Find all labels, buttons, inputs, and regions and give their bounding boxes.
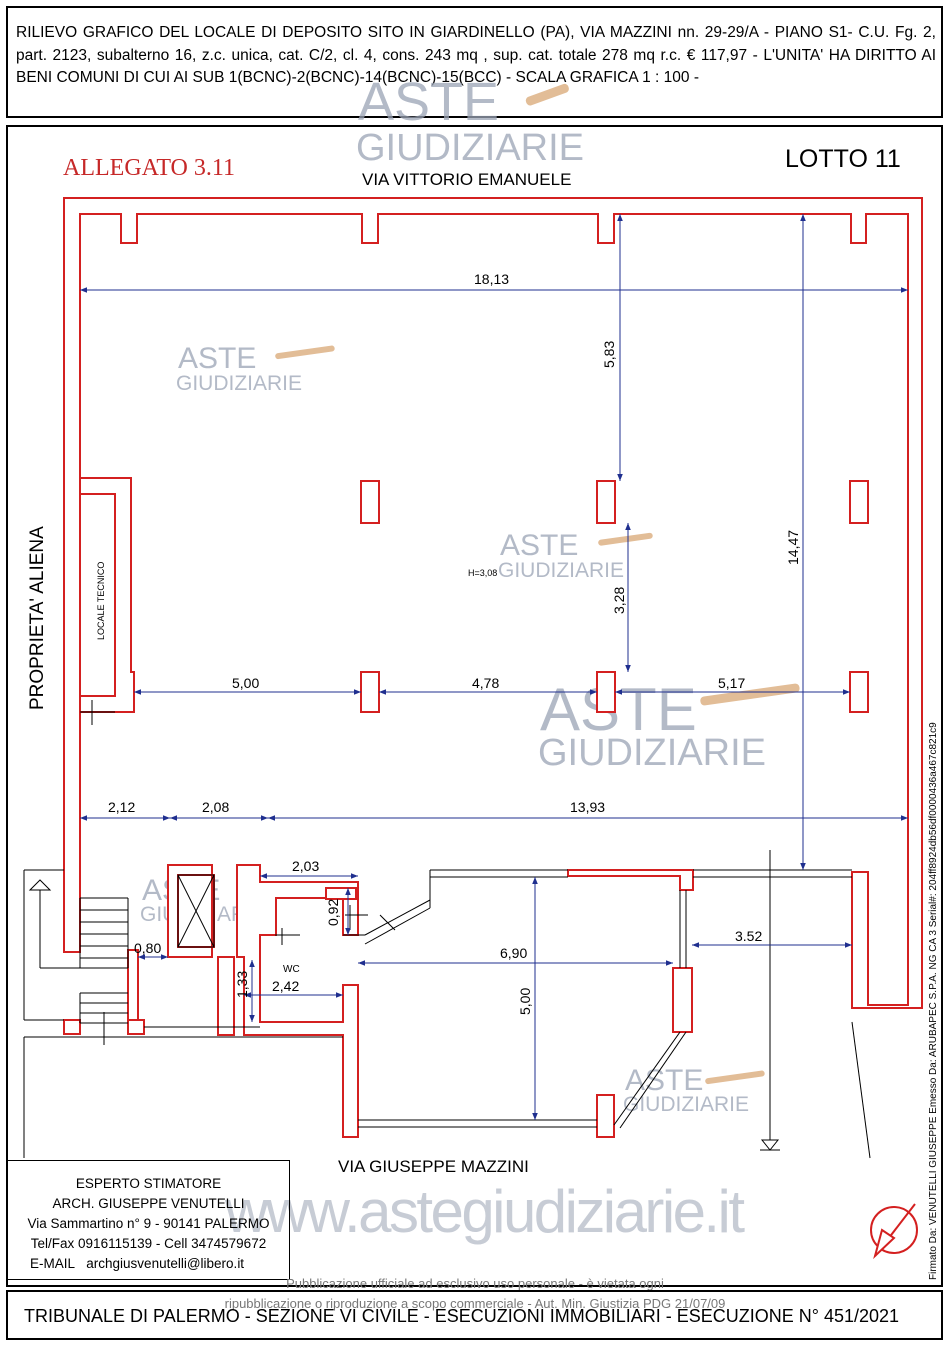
watermark-site: www.astegiudiziarie.it — [224, 1178, 745, 1245]
pillar — [596, 671, 616, 713]
dim-5-00-b: 5,00 — [517, 988, 533, 1015]
dimension-lines — [80, 214, 908, 1120]
dim-5-00-a: 5,00 — [232, 675, 259, 691]
dim-4-78: 4,78 — [472, 675, 499, 691]
dim-2-42: 2,42 — [272, 978, 299, 994]
dim-5-83: 5,83 — [601, 341, 617, 368]
walls — [63, 197, 923, 1138]
expert-title: ESPERTO STIMATORE — [75, 1176, 222, 1191]
dim-1-33: 1,33 — [234, 971, 250, 998]
expert-address: Via Sammartino n° 9 - 90141 PALERMO — [27, 1216, 270, 1231]
header-box: RILIEVO GRAFICO DEL LOCALE DI DEPOSITO S… — [6, 6, 943, 118]
wc-wall — [236, 864, 359, 1138]
allegato-label: ALLEGATO 3.11 — [63, 155, 235, 181]
footer-box: TRIBUNALE DI PALERMO - SEZIONE VI CIVILE… — [6, 1290, 943, 1340]
dim-6-90: 6,90 — [500, 945, 527, 961]
dim-2-08: 2,08 — [202, 799, 229, 815]
pillar — [596, 480, 616, 524]
notice-line-1: Pubblicazione ufficiale ad esclusivo uso… — [286, 1276, 664, 1291]
dimension-labels: 18,13 5,83 14,47 3,28 5,00 4,78 5,17 2,1… — [108, 271, 801, 1015]
dim-2-12: 2,12 — [108, 799, 135, 815]
tech-room-wall — [79, 477, 135, 713]
notice-line-2: ripubblicazione o riproduzione a scopo c… — [224, 1296, 726, 1311]
digital-signature: Firmato Da: VENUTELLI GIUSEPPE Emesso Da… — [928, 722, 939, 1280]
watermark-brand-bottom: GIUDIZIARIE — [498, 559, 624, 582]
header-description: RILIEVO GRAFICO DEL LOCALE DI DEPOSITO S… — [16, 24, 936, 86]
watermark-logo-1: ASTE GIUDIZIARIE — [176, 342, 335, 395]
expert-box: ESPERTO STIMATORE ARCH. GIUSEPPE VENUTEL… — [7, 1160, 290, 1280]
expert-phone: Tel/Fax 0916115139 - Cell 3474579672 — [30, 1236, 267, 1251]
watermark-group: ASTE GIUDIZIARIE ASTE GIUDIZIARIE ASTE G… — [140, 72, 800, 1245]
stair-shaft-wall — [167, 864, 213, 958]
watermark-brand-bottom: GIUDIZIARIE — [176, 372, 302, 395]
wall-segment — [127, 1019, 145, 1035]
watermark-brand-top: ASTE — [500, 529, 578, 562]
pillar — [849, 671, 869, 713]
watermark-logo-2: ASTE GIUDIZIARIE — [498, 529, 653, 582]
gavel-icon — [705, 1070, 765, 1085]
wall-segment — [63, 1019, 81, 1035]
expert-name: ARCH. GIUSEPPE VENUTELLI — [52, 1196, 245, 1211]
dim-14-47: 14,47 — [785, 530, 801, 565]
gavel-icon — [700, 683, 800, 706]
publication-notice: Pubblicazione ufficiale ad esclusivo uso… — [200, 1274, 750, 1314]
plan-frame — [6, 125, 943, 1287]
lotto-label: LOTTO 11 — [785, 145, 901, 173]
gavel-icon — [525, 83, 569, 106]
expert-email-label: E-MAIL — [30, 1256, 76, 1271]
watermark-brand-top: ASTE — [540, 676, 697, 743]
watermark-brand-bottom: GIUDIZIARIE — [356, 127, 584, 169]
watermark-logo-3: ASTE GIUDIZIARIE — [538, 676, 800, 774]
front-pillar — [672, 967, 693, 1033]
expert-email[interactable]: archgiusvenutelli@libero.it — [86, 1256, 245, 1271]
watermark-logo-top: ASTE GIUDIZIARIE — [356, 72, 584, 169]
dim-2-03: 2,03 — [292, 858, 319, 874]
pillar — [849, 480, 869, 524]
gavel-icon — [598, 532, 653, 546]
wall-segment — [217, 956, 235, 1036]
room-wc-label: WC — [283, 964, 300, 975]
watermark-brand-top: ASTE — [358, 72, 499, 132]
watermark-brand-bottom: GIUDIZIARIE — [538, 732, 766, 774]
outer-wall — [63, 197, 923, 1009]
watermark-brand-top: ASTE — [178, 342, 256, 375]
pillar — [360, 671, 380, 713]
dim-0-80: 0,80 — [134, 940, 161, 956]
gavel-icon — [275, 345, 335, 360]
street-top-label: VIA VITTORIO EMANUELE — [362, 170, 571, 189]
neighbor-label: PROPRIETA' ALIENA — [27, 526, 48, 710]
front-wall — [567, 869, 694, 891]
room-tech-label: LOCALE TECNICO — [96, 562, 106, 640]
pillar — [360, 480, 380, 524]
height-label: H=3,08 — [468, 568, 497, 578]
watermark-brand-bottom: GIUDIZIARIE — [623, 1093, 749, 1116]
north-arrow-icon — [870, 1203, 918, 1260]
expert-email-row: E-MAIL archgiusvenutelli@libero.it — [8, 1254, 289, 1274]
wall-segment — [325, 887, 357, 900]
dim-3-28: 3,28 — [611, 587, 627, 614]
watermark-logo-5: ASTE GIUDIZIARIE — [623, 1064, 765, 1116]
dim-13-93: 13,93 — [570, 799, 605, 815]
front-pillar — [596, 1094, 615, 1138]
dim-3-52: 3.52 — [735, 928, 762, 944]
street-bottom-label: VIA GIUSEPPE MAZZINI — [338, 1157, 529, 1176]
footer-text: TRIBUNALE DI PALERMO - SEZIONE VI CIVILE… — [24, 1306, 900, 1326]
dim-18-13: 18,13 — [474, 271, 509, 287]
dim-5-17: 5,17 — [718, 675, 745, 691]
dim-0-92: 0,92 — [325, 899, 341, 926]
